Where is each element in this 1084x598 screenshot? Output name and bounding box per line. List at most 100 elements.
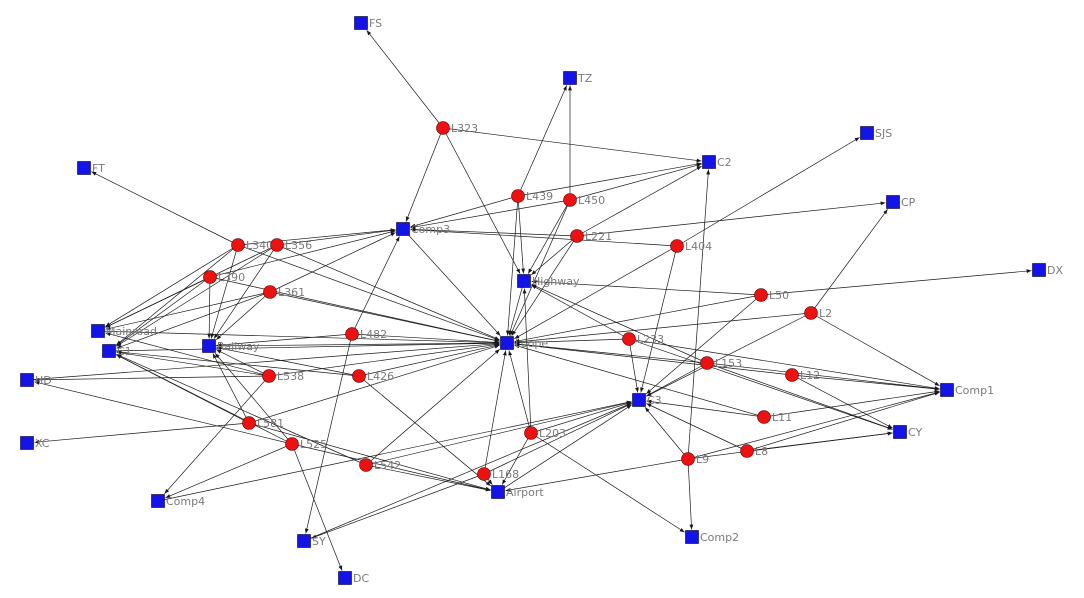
circle-node-marker — [231, 238, 245, 252]
edge-l542-to-loope — [365, 349, 500, 466]
square-node-marker — [396, 222, 410, 236]
node-label: XC — [35, 437, 50, 450]
circle-node-marker — [262, 369, 276, 383]
edge-l525-to-c1 — [116, 354, 293, 445]
node-l538: L538 — [262, 369, 304, 383]
edge-l221-to-highway — [531, 235, 578, 276]
edge-l168-to-sy — [311, 473, 485, 539]
edge-l2-to-c3 — [646, 312, 812, 397]
node-loope: Loope — [500, 336, 548, 350]
edge-l439-to-tz — [517, 85, 568, 197]
circle-node-marker — [700, 356, 714, 370]
square-node-marker — [893, 425, 907, 439]
node-label: Comp3 — [411, 223, 450, 236]
edge-l221-to-comp3 — [410, 227, 578, 237]
node-comp1: Comp1 — [940, 383, 994, 397]
edge-railway-to-loope — [208, 341, 500, 347]
edge-l390-to-railway — [207, 276, 212, 339]
edge-l11-to-c3 — [646, 399, 765, 418]
square-node-marker — [685, 530, 699, 544]
node-l482: L482 — [345, 327, 387, 341]
node-xc: XC — [20, 436, 50, 450]
edge-l340-to-ft — [91, 171, 239, 246]
circle-node-marker — [524, 426, 538, 440]
edge-l439-to-highway — [517, 195, 526, 274]
node-label: L340 — [246, 239, 273, 252]
edge-l390-to-mainroad — [105, 276, 211, 328]
square-node-marker — [632, 393, 646, 407]
edge-airport-to-c3 — [497, 404, 632, 493]
edge-l9-to-c3 — [644, 407, 689, 460]
edge-l8-to-comp1 — [746, 391, 940, 452]
node-l439: L439 — [511, 189, 553, 203]
node-comp4: Comp4 — [151, 494, 205, 508]
node-label: Loope — [515, 337, 548, 350]
node-label: FT — [92, 162, 105, 175]
edge-l9-to-comp1 — [687, 391, 940, 460]
node-c3: C3 — [632, 393, 662, 407]
square-node-marker — [500, 336, 514, 350]
edge-l12-to-comp1 — [791, 374, 940, 391]
edge-l153-to-comp1 — [706, 362, 940, 391]
node-label: DX — [1047, 264, 1063, 277]
edge-l233-to-cy — [628, 338, 893, 430]
edge-l168-to-c3 — [483, 403, 632, 475]
square-node-marker — [102, 344, 116, 358]
edge-l361-to-c1 — [116, 291, 271, 349]
edge-l356-to-loope — [276, 244, 500, 341]
edge-l11-to-loope — [514, 344, 765, 418]
square-node-marker — [151, 494, 165, 508]
edge-l356-to-railway — [213, 244, 278, 339]
node-sjs: SJS — [860, 126, 892, 140]
edge-mainroad-to-loope — [97, 330, 500, 345]
edge-l203-to-c3 — [530, 401, 632, 434]
circle-node-marker — [263, 285, 277, 299]
edge-l450-to-loope — [509, 199, 571, 336]
node-label: Highway — [532, 275, 580, 288]
edge-l153-to-cy — [706, 362, 893, 430]
square-node-marker — [702, 155, 716, 169]
edge-l50-to-loope — [514, 294, 762, 343]
edge-l538-to-mainroad — [105, 332, 270, 377]
circle-node-marker — [242, 416, 256, 430]
edge-l12-to-cy — [791, 374, 893, 429]
edge-l482-to-sy — [304, 333, 353, 534]
edge-l340-to-comp3 — [237, 228, 396, 246]
edge-l2-to-comp1 — [810, 312, 940, 387]
node-label: L50 — [769, 289, 789, 302]
edge-l542-to-airport — [365, 464, 491, 492]
edge-l482-to-railway — [216, 333, 353, 347]
circle-node-marker — [436, 121, 450, 135]
edge-l581-to-railway — [212, 353, 250, 424]
edge-l9-to-comp2 — [687, 458, 694, 530]
edge-l11-to-comp1 — [763, 389, 940, 418]
node-l12: L12 — [785, 368, 820, 382]
square-node-marker — [338, 571, 352, 585]
circle-node-marker — [359, 458, 373, 472]
node-label: Comp4 — [166, 495, 205, 508]
node-l323: L323 — [436, 121, 478, 135]
circle-node-marker — [622, 332, 636, 346]
edge-l581-to-loope — [248, 344, 500, 424]
edge-l361-to-railway — [216, 291, 271, 340]
edge-l450-to-highway — [527, 199, 571, 274]
edge-l525-to-railway — [214, 353, 293, 445]
edge-l323-to-comp3 — [405, 127, 444, 222]
edge-l404-to-loope — [514, 245, 678, 340]
edge-l221-to-loope — [511, 235, 578, 336]
edge-l153-to-loope — [514, 342, 708, 364]
node-cp: CP — [886, 195, 916, 209]
edge-highway-to-loope — [508, 280, 525, 336]
node-label: L11 — [772, 411, 792, 424]
edge-l542-to-c1 — [116, 353, 367, 466]
node-c2: C2 — [702, 155, 732, 169]
edge-l340-to-c1 — [116, 244, 239, 346]
node-label: L482 — [360, 328, 387, 341]
node-l9: L9 — [681, 452, 709, 466]
node-dx: DX — [1032, 263, 1063, 277]
edge-l538-to-railway — [216, 349, 270, 377]
edge-l356-to-comp3 — [276, 228, 396, 246]
node-comp2: Comp2 — [685, 530, 739, 544]
circle-node-marker — [563, 193, 577, 207]
